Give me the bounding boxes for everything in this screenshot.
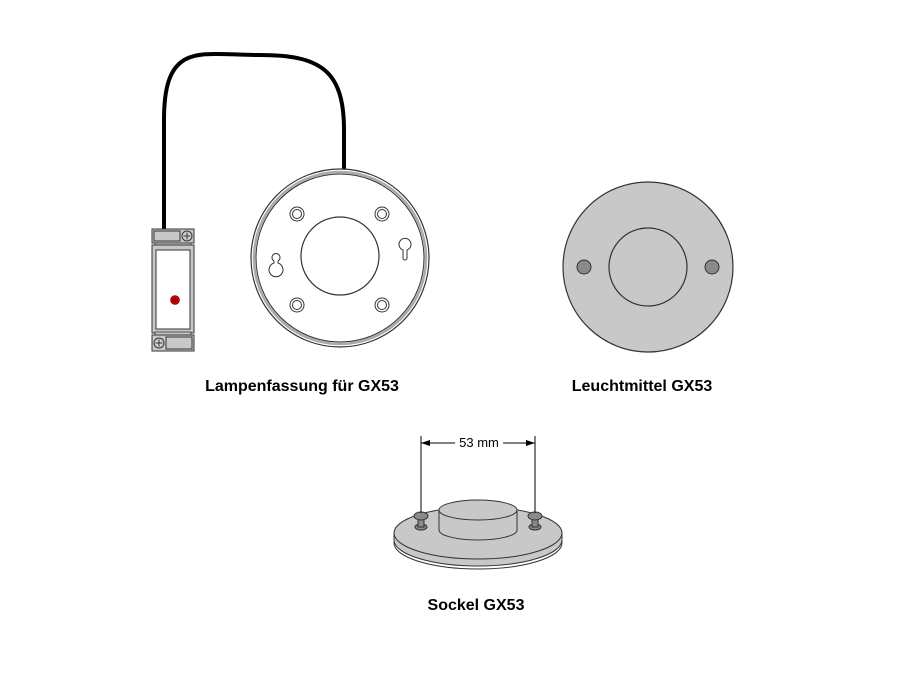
dimension-label: 53 mm [455,435,503,450]
screw-icon [153,337,165,349]
keyhole-icon [268,253,284,278]
socket-drawing [393,436,563,570]
lampholder-drawing [250,168,430,348]
keyhole-icon [398,237,412,261]
terminal-block [151,228,195,352]
mounting-hole-icon [289,206,390,313]
socket-label: Sockel GX53 [427,597,525,614]
bulb-label: Leuchtmittel GX53 [571,378,713,395]
arrow-left-icon [421,440,430,446]
lampholder-label: Lampenfassung für GX53 [205,378,399,395]
arrow-right-icon [526,440,535,446]
pin-icon [704,259,720,275]
bulb-drawing [562,181,734,353]
cable [162,51,346,230]
screw-icon [181,230,193,242]
pin-icon [576,259,592,275]
